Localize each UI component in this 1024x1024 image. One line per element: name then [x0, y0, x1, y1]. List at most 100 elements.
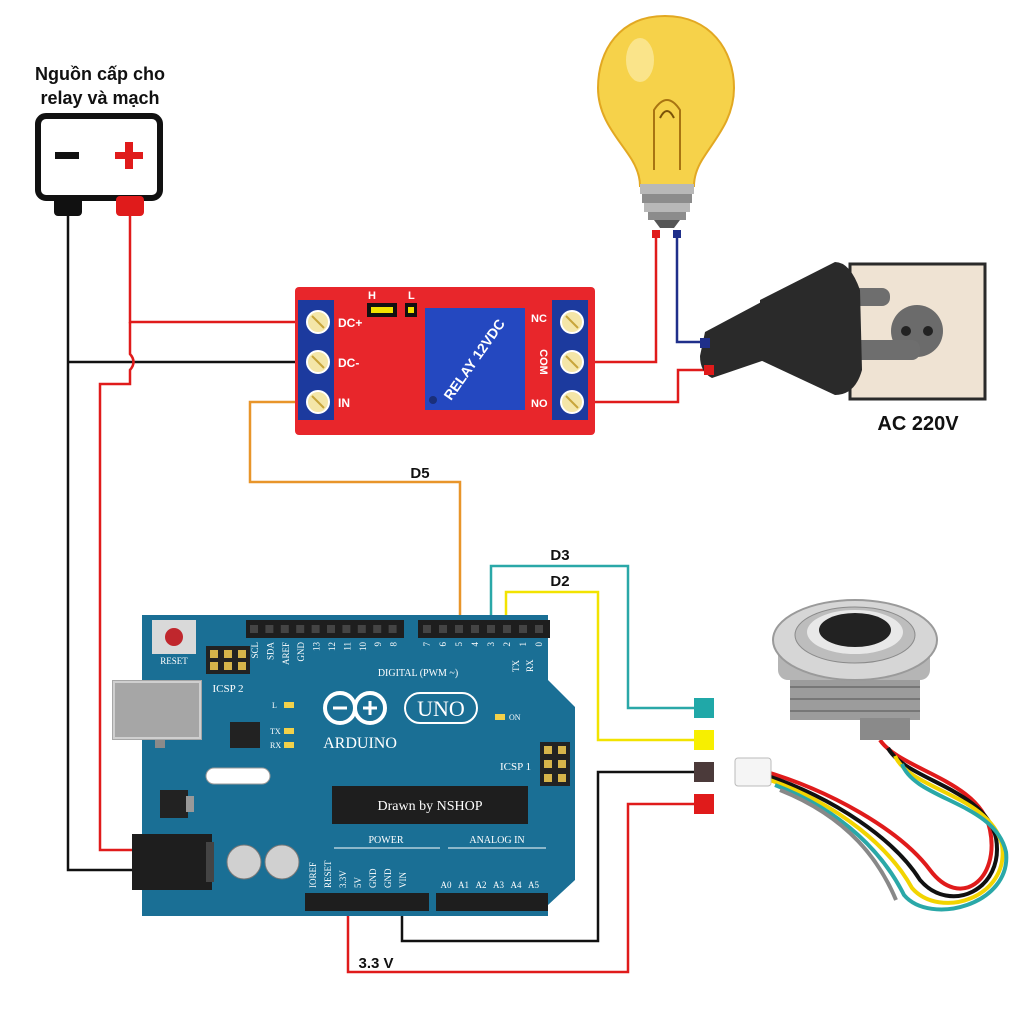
pin-label: 9 [373, 642, 383, 647]
battery-icon [35, 113, 163, 216]
wire-red-jack [98, 322, 135, 852]
pin-label: 12 [327, 642, 337, 651]
header-hole [327, 625, 335, 633]
pin-dc-plus: DC+ [338, 316, 362, 330]
wire-d2 [504, 590, 697, 742]
label-reset: RESET [160, 656, 188, 666]
header-hole [471, 625, 479, 633]
header-hole [423, 625, 431, 633]
terminal-screws-right [560, 310, 584, 414]
top-left-pin-labels: SCL SDA AREF GND 13 12 11 10 9 8 [250, 642, 399, 666]
header-hole [265, 625, 274, 633]
wire-3v3-sensor [346, 802, 697, 974]
header-hole [373, 625, 382, 633]
wire-gnd-sensor [400, 770, 697, 943]
analog-pin-label: A0 [441, 880, 452, 890]
pin-label: IOREF [308, 862, 318, 888]
pin-label: GND [383, 868, 393, 888]
analog-pin-label: A5 [528, 880, 539, 890]
power-label-line2: relay và mạch [40, 88, 159, 108]
wire-d3 [489, 564, 697, 710]
label-tx: TX [511, 660, 521, 672]
pin-label: VIN [398, 872, 408, 888]
board-model: UNO [417, 696, 465, 721]
label-3v3: 3.3 V [358, 955, 393, 972]
sensor-connector-pads [694, 698, 714, 814]
pin-label: 6 [438, 642, 448, 647]
wire-no-plug [572, 368, 712, 404]
ac-label: AC 220V [877, 413, 959, 435]
pin-label: 13 [312, 642, 322, 652]
label-icsp2: ICSP 2 [212, 683, 243, 695]
label-analog: ANALOG IN [469, 835, 524, 846]
header-hole [250, 625, 258, 633]
relay-module: DC+ DC- IN H L RELAY 12VDC NC COM NO [295, 287, 595, 435]
label-d5: D5 [410, 465, 429, 482]
led-l-label: L [272, 701, 277, 710]
board-brand: ARDUINO [323, 735, 397, 752]
wires [66, 210, 712, 974]
led-on-label: ON [509, 713, 521, 722]
header-hole [503, 625, 511, 633]
pin-label: GND [368, 868, 378, 888]
pin-label: 4 [470, 642, 480, 647]
header-hole [296, 625, 305, 633]
pin-com: COM [537, 349, 549, 375]
header-hole [487, 625, 495, 633]
pin-label: 10 [358, 642, 368, 652]
pin-label: GND [296, 642, 306, 662]
light-bulb-icon [596, 14, 736, 238]
pin-label: AREF [281, 642, 291, 665]
wire-lamp-plug [675, 235, 712, 344]
pin-label: SCL [250, 642, 260, 659]
pin-label: 3 [486, 642, 496, 647]
analog-pin-label: A4 [511, 880, 522, 890]
pin-label: 3.3V [338, 870, 348, 888]
pin-label: 0 [534, 642, 544, 647]
wall-socket-icon [848, 262, 987, 401]
header-hole [439, 625, 447, 633]
led-rx-label: RX [270, 741, 281, 750]
pin-label: 8 [389, 642, 399, 647]
analog-pin-label: A1 [458, 880, 469, 890]
analog-pin-label: A2 [476, 880, 487, 890]
header-hole [388, 625, 397, 633]
pin-label: 1 [518, 642, 528, 647]
wire-red-dc-plus [128, 210, 318, 324]
top-right-pin-labels: 7 6 5 4 3 2 1 0 [422, 642, 544, 647]
label-power: POWER [369, 835, 404, 846]
jumper-h: H [368, 290, 376, 302]
chip-label: Drawn by NSHOP [378, 799, 483, 814]
header-hole [311, 625, 320, 633]
pin-label: 5 [454, 642, 464, 647]
header-hole [280, 625, 289, 633]
pin-label: 5V [353, 877, 363, 889]
arduino-logo-icon [323, 691, 387, 725]
header-hole [455, 625, 463, 633]
wire-d5 [248, 400, 462, 628]
pin-label: 2 [502, 642, 512, 647]
power-label-line1: Nguồn cấp cho [35, 64, 165, 84]
label-icsp1: ICSP 1 [500, 761, 531, 773]
header-hole [342, 625, 351, 633]
pin-dc-minus: DC- [338, 356, 359, 370]
header-hole [535, 625, 543, 633]
label-d2: D2 [550, 573, 569, 590]
jumper-l: L [408, 290, 415, 302]
header-hole [519, 625, 527, 633]
wire-black-gnd [66, 210, 135, 872]
analog-pin-label: A3 [493, 880, 504, 890]
pin-no: NO [531, 398, 548, 410]
header-hole [357, 625, 366, 633]
label-d3: D3 [550, 547, 569, 564]
pin-label: 11 [342, 642, 352, 651]
pin-label: 7 [422, 642, 432, 647]
power-supply: Nguồn cấp cho relay và mạch [35, 64, 165, 216]
pin-label: SDA [265, 642, 275, 661]
pin-label: RESET [323, 860, 333, 888]
pin-nc: NC [531, 313, 547, 325]
fingerprint-sensor-icon [734, 599, 1009, 912]
power-plug-icon [700, 262, 920, 395]
